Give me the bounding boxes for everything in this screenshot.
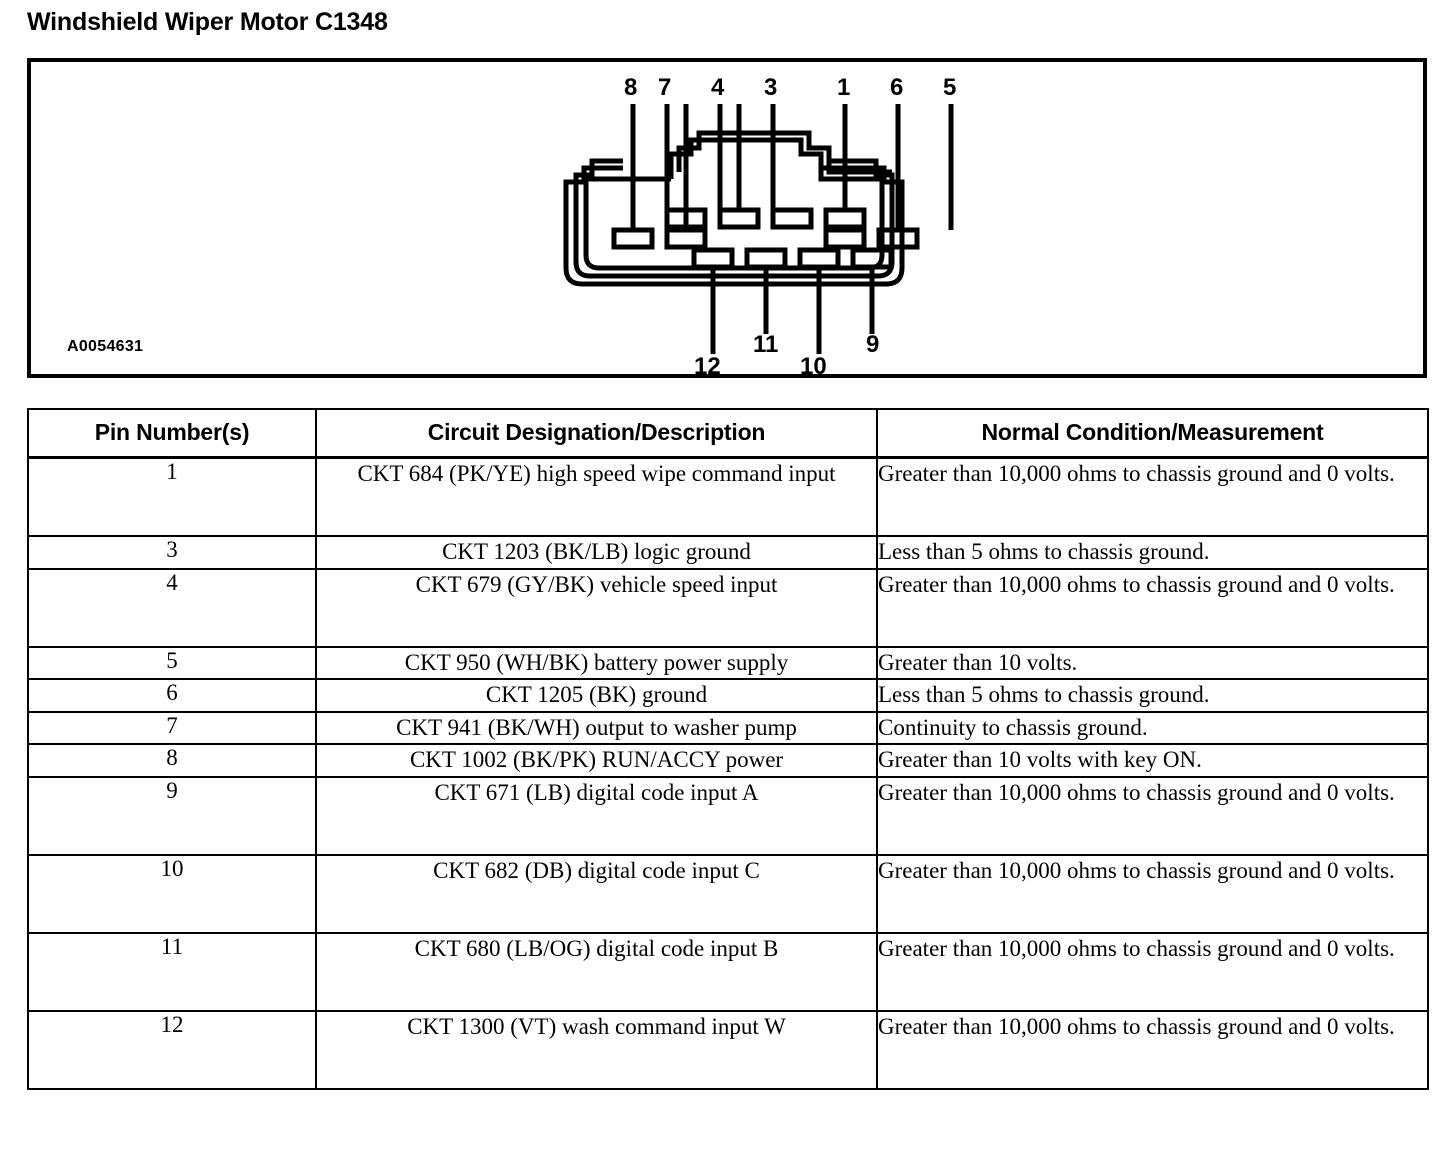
cell-normal-condition: Greater than 10 volts. [876, 645, 1429, 681]
pin-label-layer: 8 7 4 3 1 6 5 12 11 10 9 [31, 62, 1423, 380]
cell-pin-number: 1 [27, 456, 317, 537]
cell-normal-condition: Greater than 10,000 ohms to chassis grou… [876, 931, 1429, 1012]
cell-pin-number: 4 [27, 567, 317, 648]
cell-circuit-description: CKT 1205 (BK) ground [315, 678, 878, 713]
cell-circuit-description: CKT 680 (LB/OG) digital code input B [315, 931, 878, 1012]
cell-circuit-description: CKT 684 (PK/YE) high speed wipe command … [315, 456, 878, 537]
cell-circuit-description: CKT 1300 (VT) wash command input W [315, 1009, 878, 1090]
header-description: Circuit Designation/Description [315, 408, 878, 459]
cell-pin-number: 8 [27, 743, 317, 778]
pin-label-9: 9 [866, 331, 880, 358]
cell-normal-condition: Greater than 10,000 ohms to chassis grou… [876, 853, 1429, 934]
cell-normal-condition: Continuity to chassis ground. [876, 710, 1429, 746]
page-title: Windshield Wiper Motor C1348 [27, 8, 388, 36]
cell-pin-number: 7 [27, 710, 317, 746]
cell-normal-condition: Greater than 10,000 ohms to chassis grou… [876, 775, 1429, 856]
cavity-blank [770, 207, 814, 230]
pin-label-10: 10 [800, 353, 827, 380]
cell-circuit-description: CKT 1203 (BK/LB) logic ground [315, 535, 878, 570]
cell-normal-condition: Greater than 10,000 ohms to chassis grou… [876, 456, 1429, 537]
cell-circuit-description: CKT 679 (GY/BK) vehicle speed input [315, 567, 878, 648]
pin-table: Pin Number(s) Circuit Designation/Descri… [27, 408, 1429, 1090]
pin-label-8: 8 [624, 74, 638, 101]
pin-label-11: 11 [753, 331, 779, 358]
cell-normal-condition: Less than 5 ohms to chassis ground. [876, 535, 1429, 570]
cell-pin-number: 9 [27, 775, 317, 856]
pin-label-1: 1 [837, 74, 851, 101]
cell-normal-condition: Greater than 10,000 ohms to chassis grou… [876, 567, 1429, 648]
connector-diagram-panel: 8 7 4 3 1 6 5 12 11 10 9 A0054631 [27, 58, 1427, 380]
header-pin-number: Pin Number(s) [27, 408, 317, 459]
connector-leader-overlay [630, 104, 954, 230]
pin-label-12: 12 [694, 353, 721, 380]
pin-label-3: 3 [764, 74, 778, 101]
cell-pin-number: 6 [27, 678, 317, 713]
pin-label-5: 5 [943, 74, 957, 101]
cell-circuit-description: CKT 1002 (BK/PK) RUN/ACCY power [315, 743, 878, 778]
diagram-code-label: A0054631 [67, 338, 144, 355]
pin-table-container: Pin Number(s) Circuit Designation/Descri… [27, 408, 1429, 1090]
cell-pin-number: 3 [27, 535, 317, 570]
cell-normal-condition: Greater than 10,000 ohms to chassis grou… [876, 1009, 1429, 1090]
pin-label-6: 6 [890, 74, 904, 101]
cell-pin-number: 12 [27, 1009, 317, 1090]
cell-circuit-description: CKT 941 (BK/WH) output to washer pump [315, 710, 878, 746]
cell-circuit-description: CKT 950 (WH/BK) battery power supply [315, 645, 878, 681]
table-header-row: Pin Number(s) Circuit Designation/Descri… [27, 408, 1429, 459]
cell-circuit-description: CKT 682 (DB) digital code input C [315, 853, 878, 934]
cell-normal-condition: Less than 5 ohms to chassis ground. [876, 678, 1429, 713]
cell-pin-number: 10 [27, 853, 317, 934]
cell-pin-number: 11 [27, 931, 317, 1012]
pin-label-7: 7 [658, 74, 672, 101]
cavity-6 [823, 227, 867, 250]
cell-circuit-description: CKT 671 (LB) digital code input A [315, 775, 878, 856]
cell-normal-condition: Greater than 10 volts with key ON. [876, 743, 1429, 778]
pin-label-4: 4 [711, 74, 725, 101]
cell-pin-number: 5 [27, 645, 317, 681]
header-measurement: Normal Condition/Measurement [876, 408, 1429, 459]
